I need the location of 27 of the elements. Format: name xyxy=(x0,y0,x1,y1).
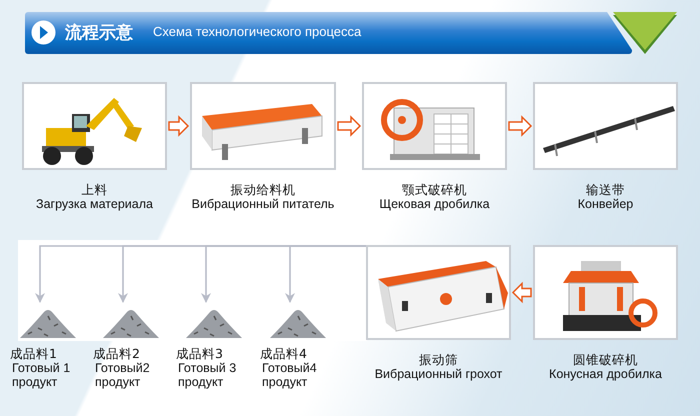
machine-name: 输送带 xyxy=(585,182,626,197)
product-caption: Готовый 3 продукт xyxy=(178,361,238,389)
machine-caption: Щековая дробилка xyxy=(378,197,491,211)
product-name: 成品料1 xyxy=(10,346,57,361)
machine-name: 振动给料机 xyxy=(230,182,296,197)
product-caption: Готовый2 продукт xyxy=(95,361,151,389)
machine-caption: Конусная дробилка xyxy=(548,367,663,381)
header-title: 流程示意 xyxy=(65,22,133,44)
hollow-arrow xyxy=(508,115,532,137)
product-name: 成品料3 xyxy=(176,346,223,361)
machine-caption: Вибрационный грохот xyxy=(374,367,504,381)
machine-caption: Вибрационный питатель xyxy=(190,197,336,211)
machine-name: 圆锥破碎机 xyxy=(572,352,639,367)
machine-name: 上料 xyxy=(80,182,108,197)
product-caption: Готовый4 продукт xyxy=(262,361,318,389)
connector-arrow xyxy=(285,245,366,303)
product-name: 成品料4 xyxy=(260,346,307,361)
product-caption: Готовый 1 продукт xyxy=(12,361,72,389)
product-name: 成品料2 xyxy=(93,346,140,361)
header-subtitle: Схема технологического процесса xyxy=(153,24,362,39)
hollow-arrow xyxy=(337,115,362,137)
machine-name: 振动筛 xyxy=(418,352,459,367)
machine-name: 颚式破碎机 xyxy=(401,182,468,197)
machine-caption: Конвейер xyxy=(576,197,634,211)
machine-caption: Загрузка материала xyxy=(35,197,154,211)
hollow-arrow xyxy=(168,115,190,137)
hollow-arrow xyxy=(512,282,532,304)
